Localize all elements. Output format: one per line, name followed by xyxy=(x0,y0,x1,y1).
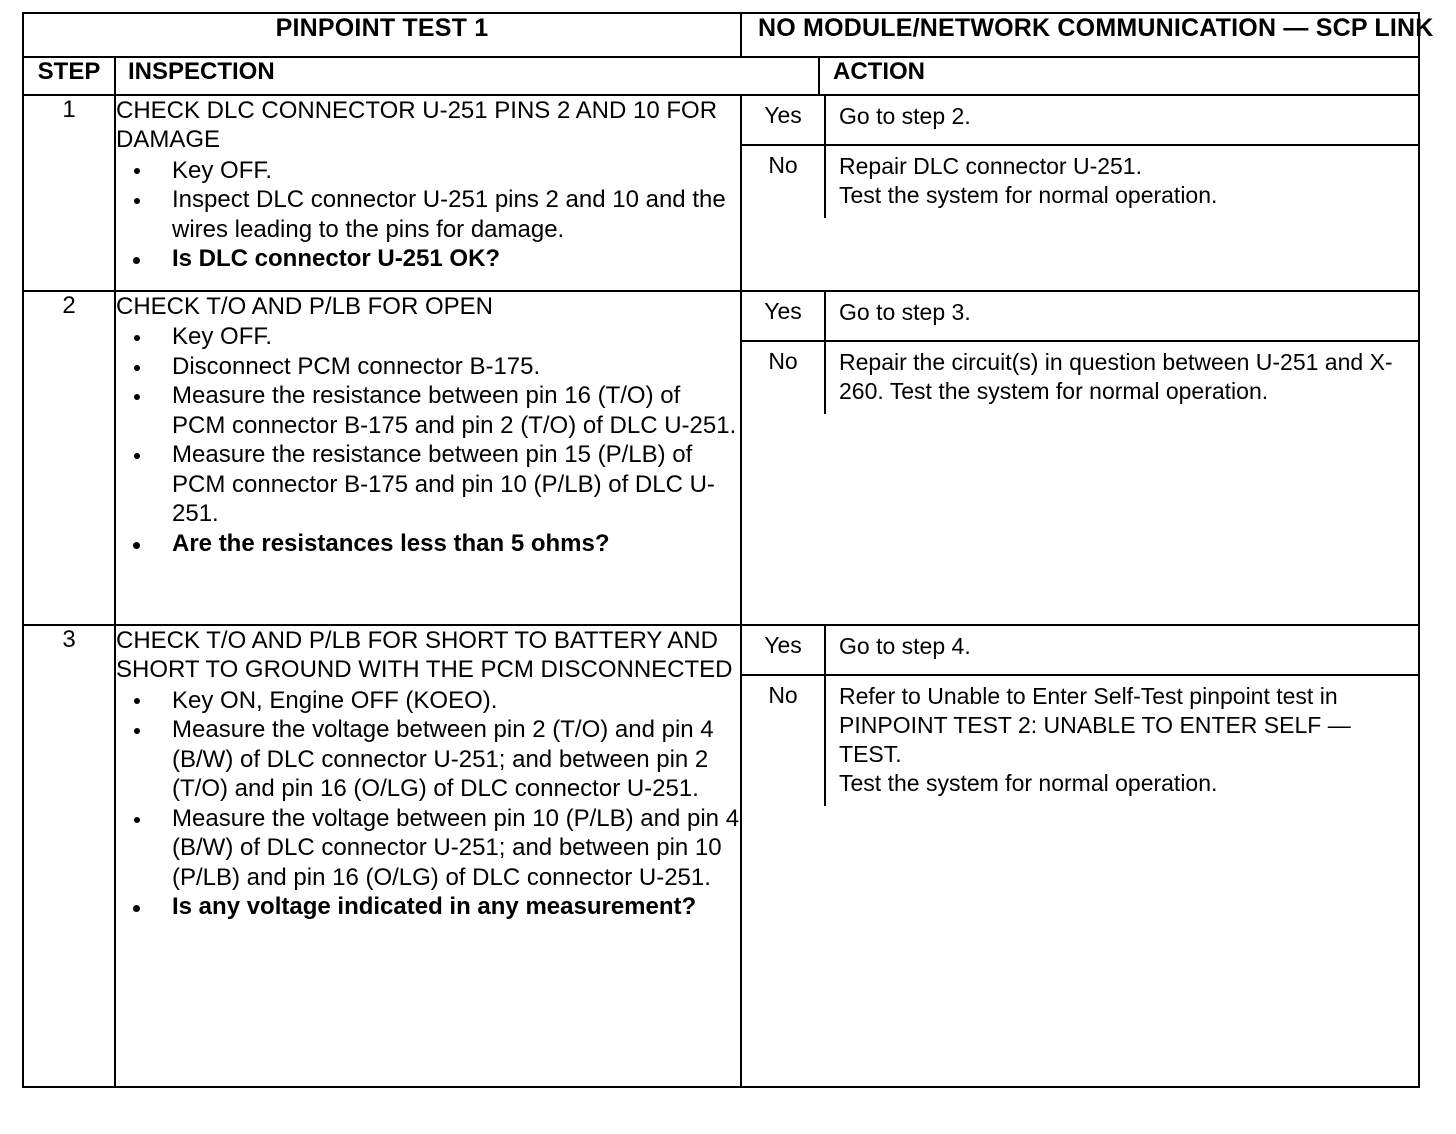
inspection-title: CHECK T/O AND P/LB FOR OPEN xyxy=(116,293,493,320)
bullet-dot-icon xyxy=(134,335,140,342)
bullet-text: Inspect DLC connector U-251 pins 2 and 1… xyxy=(172,186,726,243)
inspection-title: CHECK DLC CONNECTOR U-251 PINS 2 AND 10 … xyxy=(116,97,718,154)
list-item: Measure the resistance between pin 15 (P… xyxy=(116,440,740,529)
inspection-bullet-list: Key OFF. Disconnect PCM connector B-175.… xyxy=(116,322,740,558)
bullet-text: Measure the resistance between pin 15 (P… xyxy=(172,441,715,528)
bullet-dot-icon xyxy=(134,698,140,705)
list-item: Is DLC connector U-251 OK? xyxy=(116,244,740,274)
bullet-text: Measure the resistance between pin 16 (T… xyxy=(172,382,737,439)
action-line: Go to step 3. xyxy=(839,299,971,325)
yes-label: Yes xyxy=(742,626,827,676)
action-line: Test the system for normal operation. xyxy=(839,181,1218,208)
list-item: Are the resistances less than 5 ohms? xyxy=(116,529,740,559)
list-item: Is any voltage indicated in any measurem… xyxy=(116,892,740,922)
action-line: Test the system for normal operation. xyxy=(839,769,1218,796)
no-action-text: Repair the circuit(s) in question betwee… xyxy=(825,341,1418,414)
no-label: No xyxy=(742,145,827,218)
table-column-header-row: STEP INSPECTION ACTION xyxy=(22,56,1421,96)
step-inspection-cell: CHECK DLC CONNECTOR U-251 PINS 2 AND 10 … xyxy=(113,94,743,292)
bullet-text: Is DLC connector U-251 OK? xyxy=(172,245,501,273)
yes-no-action-table: Yes Go to step 3. No Repair the circuit(… xyxy=(742,292,1419,414)
no-label: No xyxy=(742,675,827,806)
yes-action-text: Go to step 4. xyxy=(825,626,1419,676)
table-title-row: PINPOINT TEST 1 NO MODULE/NETWORK COMMUN… xyxy=(21,12,1433,58)
step-inspection-cell: CHECK T/O AND P/LB FOR SHORT TO BATTERY … xyxy=(113,624,743,1088)
bullet-dot-icon xyxy=(134,728,140,734)
list-item: Key OFF. xyxy=(116,156,740,186)
step-action-cell: Yes Go to step 2. No Repair DLC connecto… xyxy=(740,94,1421,292)
yes-label: Yes xyxy=(742,96,827,146)
yes-branch-row: Yes Go to step 2. xyxy=(742,96,1419,146)
action-line: Go to step 4. xyxy=(839,633,971,659)
inspection-title: CHECK T/O AND P/LB FOR SHORT TO BATTERY … xyxy=(116,627,733,684)
bullet-dot-icon xyxy=(134,453,140,460)
step-number: 3 xyxy=(22,624,116,1088)
action-line: Repair DLC connector U-251. xyxy=(839,153,1142,179)
action-line: Repair the circuit(s) in question betwee… xyxy=(839,349,1393,404)
bullet-text: Key OFF. xyxy=(172,156,273,184)
bullet-text: Is any voltage indicated in any measurem… xyxy=(172,893,697,921)
yes-no-action-table: Yes Go to step 2. No Repair DLC connecto… xyxy=(742,96,1419,218)
pinpoint-test-table: PINPOINT TEST 1 NO MODULE/NETWORK COMMUN… xyxy=(21,12,1433,1088)
yes-label: Yes xyxy=(742,292,827,342)
column-header-inspection: INSPECTION xyxy=(113,56,821,96)
list-item: Key OFF. xyxy=(116,322,740,352)
no-action-text: Refer to Unable to Enter Self-Test pinpo… xyxy=(825,675,1418,806)
action-line: Go to step 2. xyxy=(839,103,971,129)
no-label: No xyxy=(742,341,827,414)
bullet-dot-icon xyxy=(134,168,140,175)
bullet-text: Key OFF. xyxy=(172,323,273,351)
bullet-dot-icon xyxy=(134,816,140,823)
bullet-dot-icon xyxy=(133,257,140,265)
column-header-action: ACTION xyxy=(818,56,1421,96)
table-row: 2 CHECK T/O AND P/LB FOR OPEN Key OFF. D… xyxy=(22,290,1421,626)
bullet-dot-icon xyxy=(133,905,140,913)
bullet-text: Measure the voltage between pin 10 (P/LB… xyxy=(172,804,740,891)
no-branch-row: No Refer to Unable to Enter Self-Test pi… xyxy=(742,675,1418,806)
list-item: Measure the voltage between pin 2 (T/O) … xyxy=(116,715,740,804)
no-branch-row: No Repair DLC connector U-251. Test the … xyxy=(742,145,1418,218)
list-item: Measure the voltage between pin 10 (P/LB… xyxy=(116,804,740,893)
inspection-bullet-list: Key ON, Engine OFF (KOEO). Measure the v… xyxy=(116,686,740,922)
pinpoint-test-name: NO MODULE/NETWORK COMMUNICATION — SCP LI… xyxy=(740,12,1433,58)
list-item: Key ON, Engine OFF (KOEO). xyxy=(116,686,740,716)
step-number: 1 xyxy=(22,94,116,292)
action-line: Refer to Unable to Enter Self-Test pinpo… xyxy=(839,683,1351,767)
step-inspection-cell: CHECK T/O AND P/LB FOR OPEN Key OFF. Dis… xyxy=(113,290,743,626)
bullet-dot-icon xyxy=(134,364,140,371)
yes-no-action-table: Yes Go to step 4. No Refer to Unable to … xyxy=(742,626,1419,806)
list-item: Measure the resistance between pin 16 (T… xyxy=(116,381,740,440)
bullet-text: Key ON, Engine OFF (KOEO). xyxy=(172,686,498,714)
table-row: 3 CHECK T/O AND P/LB FOR SHORT TO BATTER… xyxy=(22,624,1421,1088)
bullet-text: Measure the voltage between pin 2 (T/O) … xyxy=(172,716,714,803)
list-item: Inspect DLC connector U-251 pins 2 and 1… xyxy=(116,185,740,244)
yes-action-text: Go to step 2. xyxy=(825,96,1419,146)
step-action-cell: Yes Go to step 3. No Repair the circuit(… xyxy=(740,290,1421,626)
no-action-text: Repair DLC connector U-251. Test the sys… xyxy=(825,145,1418,218)
yes-action-text: Go to step 3. xyxy=(825,292,1419,342)
table-row: 1 CHECK DLC CONNECTOR U-251 PINS 2 AND 1… xyxy=(22,94,1421,292)
no-branch-row: No Repair the circuit(s) in question bet… xyxy=(742,341,1418,414)
column-header-step: STEP xyxy=(22,56,116,96)
bullet-text: Are the resistances less than 5 ohms? xyxy=(172,529,610,557)
bullet-dot-icon xyxy=(134,198,140,204)
step-action-cell: Yes Go to step 4. No Refer to Unable to … xyxy=(740,624,1421,1088)
yes-branch-row: Yes Go to step 3. xyxy=(742,292,1419,342)
list-item: Disconnect PCM connector B-175. xyxy=(116,352,740,382)
pinpoint-test-label: PINPOINT TEST 1 xyxy=(21,12,743,58)
inspection-bullet-list: Key OFF. Inspect DLC connector U-251 pin… xyxy=(116,156,740,274)
bullet-text: Disconnect PCM connector B-175. xyxy=(172,352,541,380)
yes-branch-row: Yes Go to step 4. xyxy=(742,626,1419,676)
bullet-dot-icon xyxy=(134,394,140,401)
bullet-dot-icon xyxy=(133,541,140,549)
step-number: 2 xyxy=(22,290,116,626)
